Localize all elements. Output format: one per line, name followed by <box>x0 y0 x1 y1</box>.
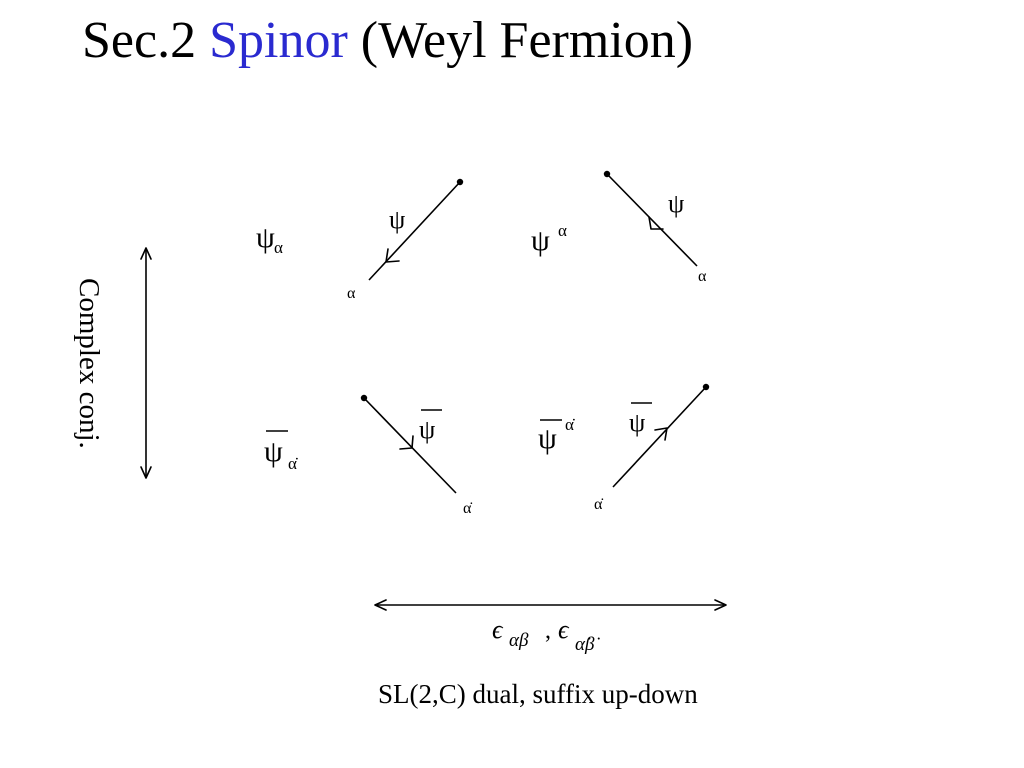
alpha-superscript: α <box>558 221 567 240</box>
psi-lower-index-label: ψ α <box>256 221 283 257</box>
psibar-symbol: ψ <box>419 415 435 444</box>
psibar-lower-line <box>360 394 457 494</box>
sl2c-dual-arrow <box>374 599 727 611</box>
vertex-dot <box>702 383 710 391</box>
psibar-symbol: ψ <box>538 422 557 455</box>
epsilon-tensors: ϵ αβ , ϵ α̇β̇ <box>492 615 600 655</box>
complex-conj-label: Complex conj. <box>73 278 105 449</box>
vertex-dot <box>456 178 464 186</box>
epsilon-index-alphadot-betadot: α̇β̇ <box>575 634 600 655</box>
psibar-upper-line <box>612 383 710 488</box>
psibar-symbol: ψ <box>629 408 645 437</box>
line-psibar-label: ψ <box>419 409 442 444</box>
vertex-dot <box>360 394 368 402</box>
psibar-upper-index-label: ψ α̇ <box>538 415 575 455</box>
line-alpha-label: α <box>698 268 707 285</box>
psi-upper-index-label: ψ α <box>531 221 567 257</box>
complex-conj-arrow <box>140 247 152 479</box>
psibar-lower-index-label: ψ α̇ <box>264 430 298 473</box>
psi-symbol: ψ <box>531 224 550 257</box>
alpha-dot-subscript: α̇ <box>288 454 298 473</box>
epsilon-comma: , <box>545 618 551 644</box>
title-weyl: (Weyl Fermion) <box>360 12 694 69</box>
psi-lower-line <box>368 178 464 281</box>
line-psibar-label: ψ <box>629 402 652 437</box>
line-psi-label: ψ <box>668 189 684 218</box>
line-alpha-label: α <box>347 285 356 302</box>
psibar-symbol: ψ <box>264 435 283 468</box>
epsilon-symbol: ϵ <box>492 615 504 644</box>
slide-title: Sec.2 Spinor (Weyl Fermion) <box>82 12 693 69</box>
line-psi-label: ψ <box>389 205 405 234</box>
alpha-dot-superscript: α̇ <box>565 415 575 434</box>
epsilon-index-alpha-beta: αβ <box>509 630 529 651</box>
title-section: Sec.2 <box>82 12 197 69</box>
alpha-subscript: α <box>274 238 283 257</box>
line-alpha-dot-label: α̇ <box>594 496 603 513</box>
sl2c-dual-caption: SL(2,C) dual, suffix up-down <box>378 679 698 709</box>
title-spinor: Spinor <box>209 12 348 69</box>
line-alpha-dot-label: α̇ <box>463 500 472 517</box>
vertex-dot <box>603 170 611 178</box>
psi-upper-line <box>603 170 698 267</box>
psi-symbol: ψ <box>256 221 275 254</box>
epsilon-symbol: ϵ <box>558 615 570 644</box>
